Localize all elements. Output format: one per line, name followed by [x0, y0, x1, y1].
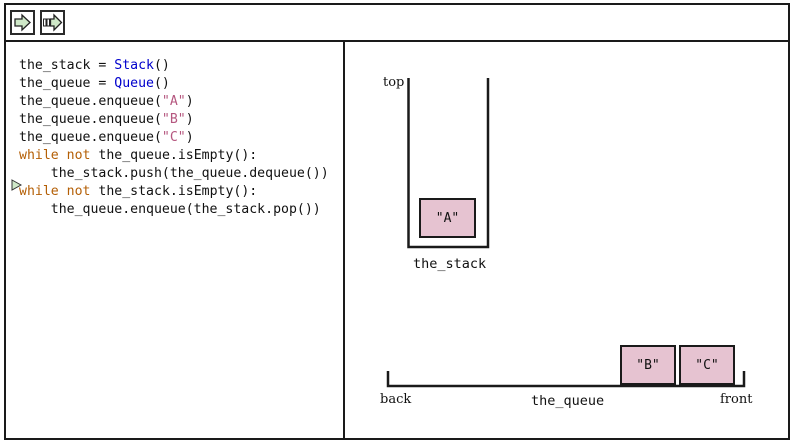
fast-forward-icon — [43, 13, 63, 32]
code-line: the_stack = Stack() — [19, 57, 170, 75]
code-text: the_queue.enqueue( — [19, 94, 162, 109]
code-text: the_stack = — [19, 58, 115, 73]
code-text: () — [153, 58, 170, 73]
code-class-name: Stack — [114, 58, 154, 73]
code-keyword: not — [66, 148, 91, 163]
run-to-end-button[interactable] — [40, 10, 65, 35]
step-forward-button[interactable] — [10, 10, 35, 35]
app-frame: the_stack = Stack()the_queue = Queue()th… — [4, 3, 790, 440]
code-text: ) — [185, 94, 194, 109]
toolbar — [6, 5, 788, 42]
stack-item: "A" — [419, 198, 476, 238]
code-keyword: while — [19, 148, 59, 163]
code-text: the_queue.isEmpty(): — [90, 148, 258, 163]
code-line: the_queue.enqueue("A") — [19, 93, 194, 111]
queue-name-label: the_queue — [531, 393, 605, 409]
stack-top-label: top — [383, 75, 405, 90]
code-string: "A" — [161, 94, 186, 109]
code-text: ) — [185, 130, 194, 145]
code-line: the_queue.enqueue("C") — [19, 129, 194, 147]
code-text: the_queue.enqueue( — [19, 130, 162, 145]
code-line: the_stack.push(the_queue.dequeue()) — [19, 165, 329, 183]
code-panel: the_stack = Stack()the_queue = Queue()th… — [6, 42, 345, 438]
code-line: while not the_queue.isEmpty(): — [19, 147, 257, 165]
code-text: the_queue = — [19, 76, 115, 91]
visualization-panel: top the_stack "A" back the_queue front "… — [345, 42, 788, 438]
code-text: the_queue.enqueue( — [19, 112, 162, 127]
code-string: "B" — [161, 112, 186, 127]
code-string: "C" — [161, 130, 186, 145]
code-line: the_queue.enqueue("B") — [19, 111, 194, 129]
code-text: the_queue.enqueue(the_stack.pop()) — [19, 202, 321, 217]
stack-container — [407, 78, 490, 249]
code-class-name: Queue — [114, 76, 154, 91]
code-text: the_stack.push(the_queue.dequeue()) — [19, 166, 329, 181]
code-text: the_stack.isEmpty(): — [90, 184, 258, 199]
queue-back-label: back — [380, 392, 412, 407]
code-line: while not the_stack.isEmpty(): — [19, 183, 257, 201]
queue-front-label: front — [720, 392, 753, 407]
code-keyword: not — [66, 184, 91, 199]
queue-item: "B" — [620, 345, 676, 385]
code-text — [59, 184, 67, 199]
code-keyword: while — [19, 184, 59, 199]
stack-name-label: the_stack — [413, 256, 487, 272]
queue-item: "C" — [679, 345, 735, 385]
code-line: the_queue = Queue() — [19, 75, 170, 93]
arrow-right-icon — [14, 13, 31, 32]
current-line-pointer-icon — [11, 179, 22, 191]
queue-container — [386, 371, 746, 388]
code-text — [59, 148, 67, 163]
structures-drawing — [386, 78, 746, 388]
code-line: the_queue.enqueue(the_stack.pop()) — [19, 201, 321, 219]
code-text: ) — [185, 112, 194, 127]
code-text: () — [153, 76, 170, 91]
